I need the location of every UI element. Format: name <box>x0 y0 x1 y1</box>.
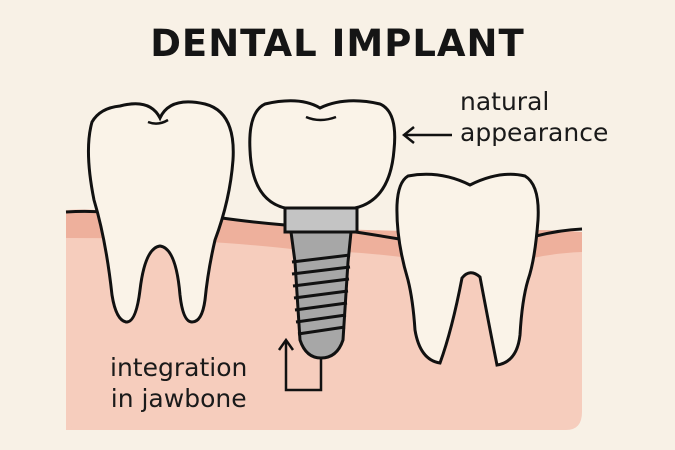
label-integration-jawbone: integration in jawbone <box>110 353 248 413</box>
diagram-title: DENTAL IMPLANT <box>150 22 525 65</box>
natural-molar-right <box>395 172 540 367</box>
arrow-up-icon <box>277 337 323 392</box>
natural-molar-left <box>86 100 235 324</box>
label-natural-appearance: natural appearance <box>460 87 609 147</box>
arrow-left-icon <box>401 126 452 144</box>
implant-crown <box>248 99 397 210</box>
implant-abutment <box>283 206 359 234</box>
